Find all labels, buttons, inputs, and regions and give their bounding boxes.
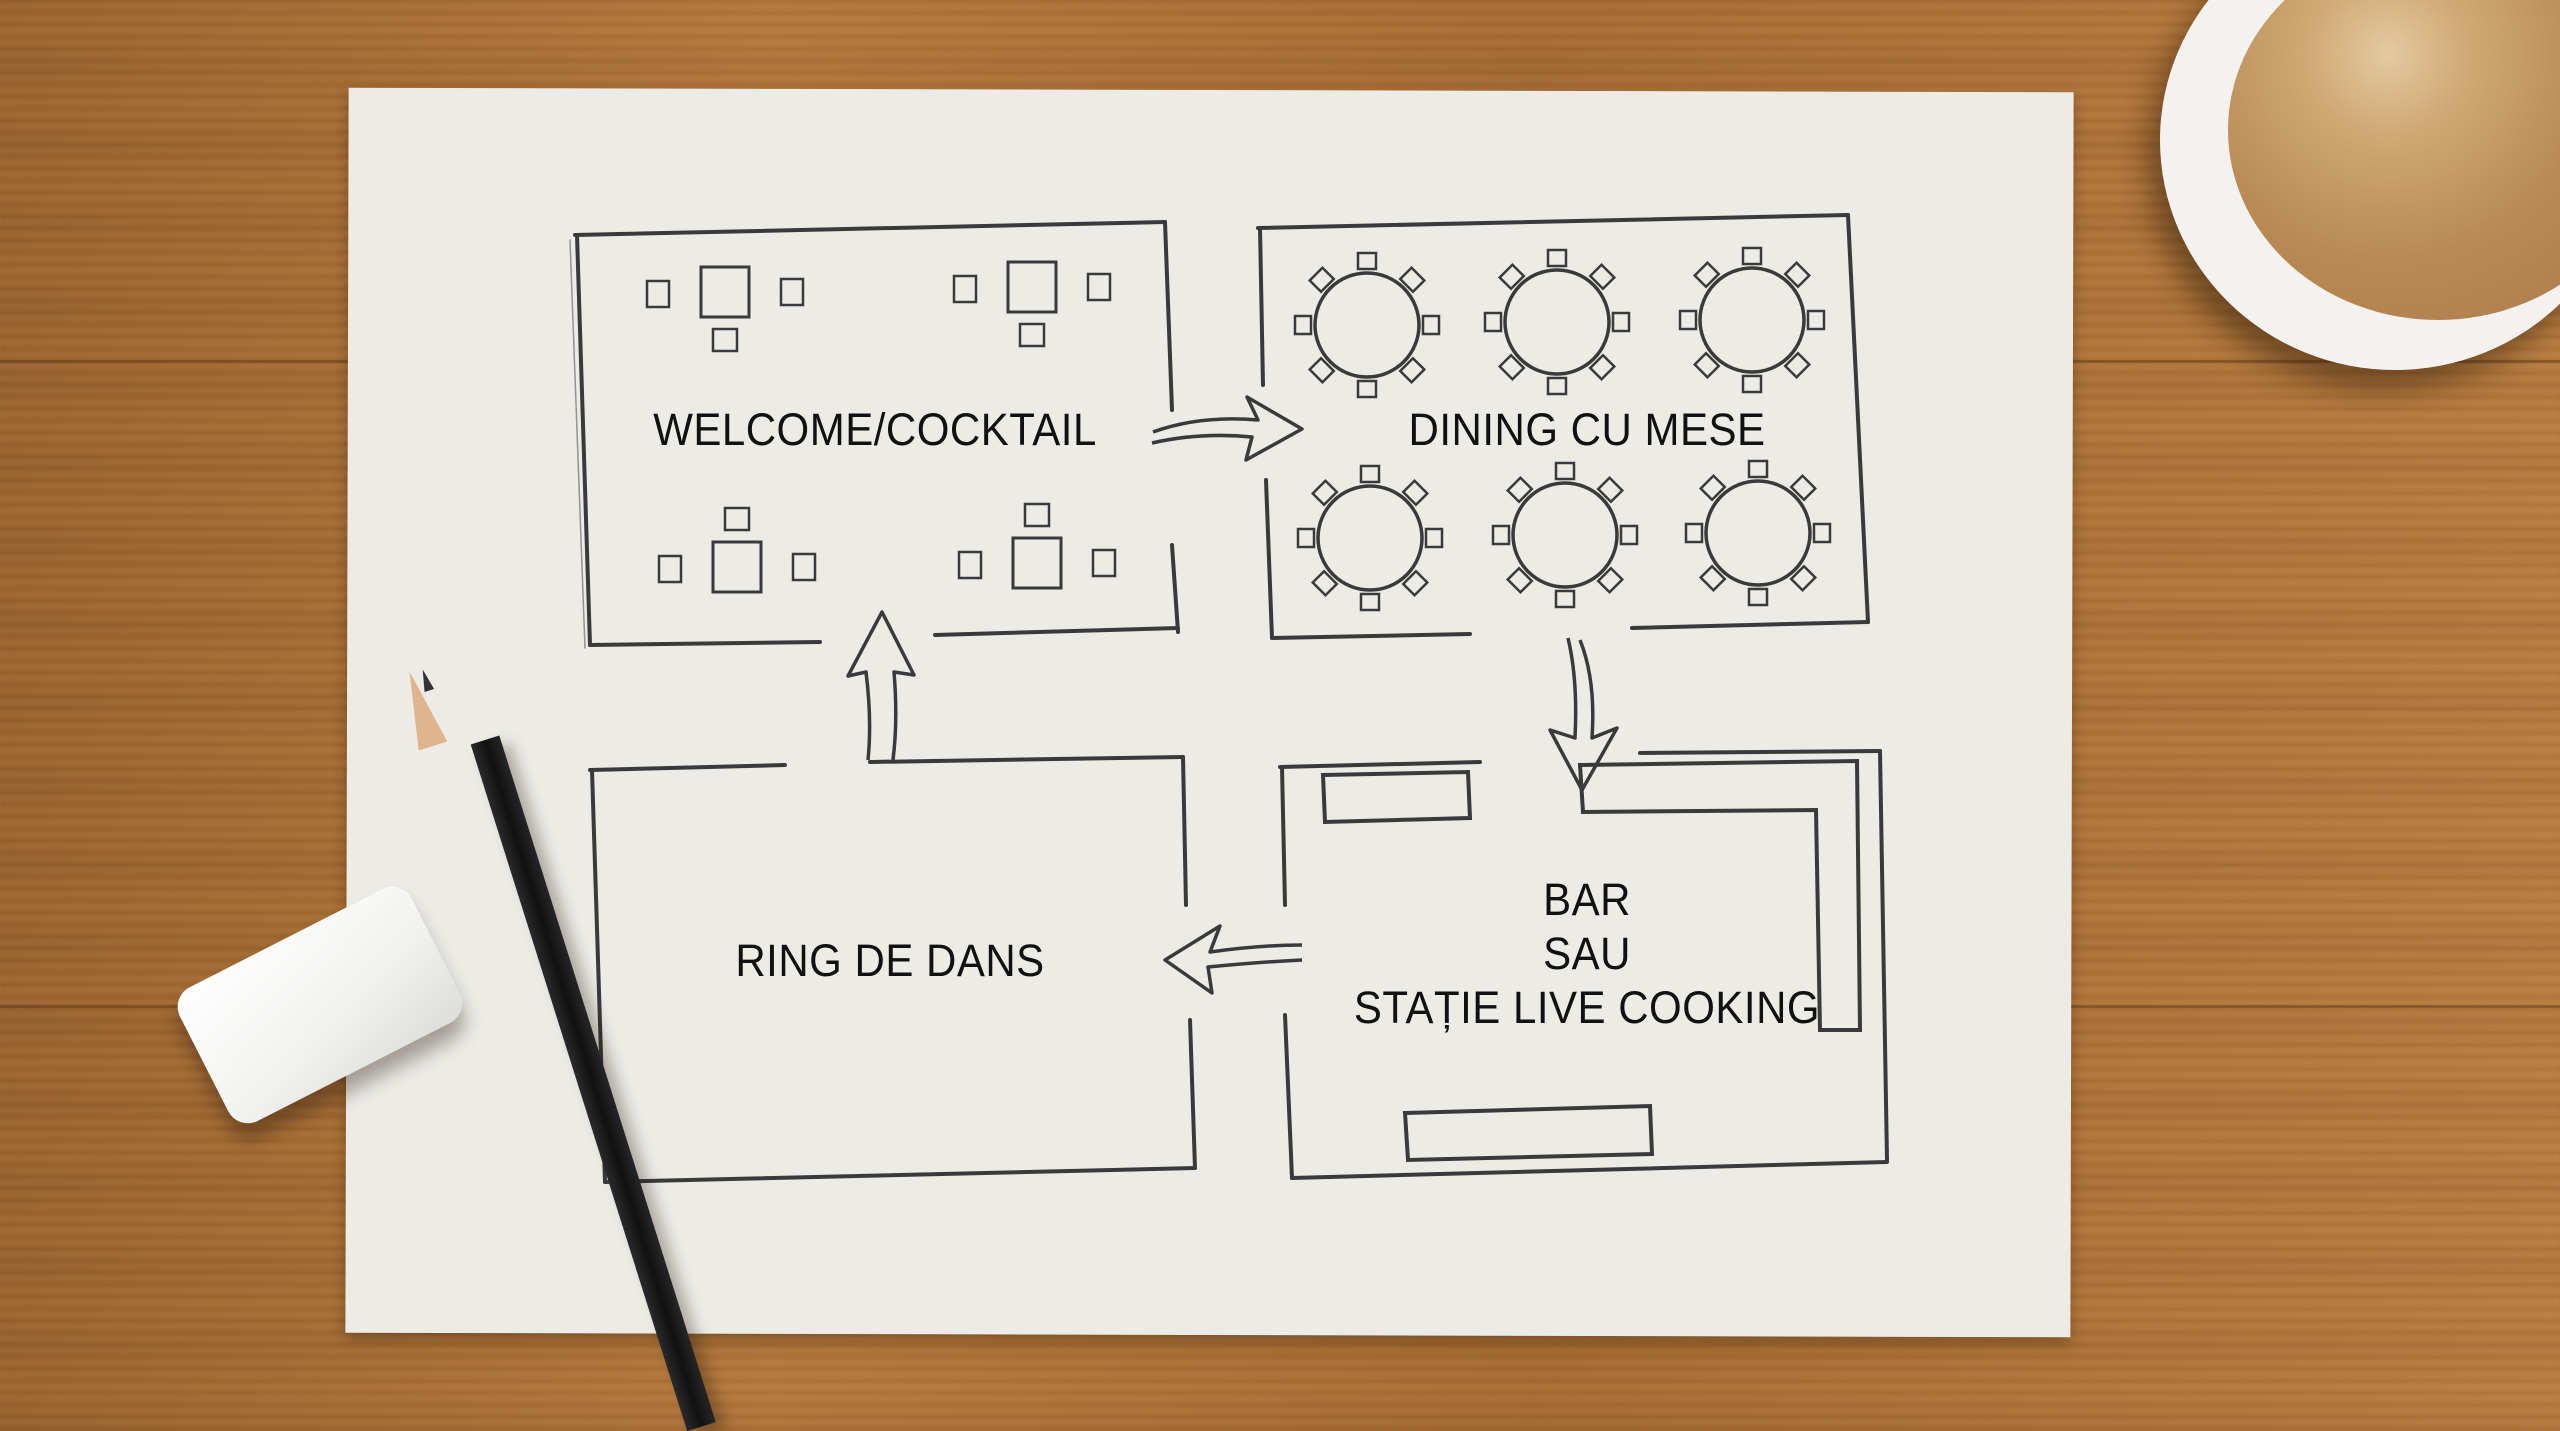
label-welcome-cocktail: WELCOME/COCKTAIL [653, 404, 1097, 455]
label-bar: BAR [1543, 874, 1631, 925]
label-sau: SAU [1543, 928, 1631, 979]
label-dining: DINING CU MESE [1408, 404, 1766, 455]
label-live-cooking: STAȚIE LIVE COOKING [1353, 982, 1821, 1033]
label-dance-floor: RING DE DANS [735, 935, 1045, 986]
